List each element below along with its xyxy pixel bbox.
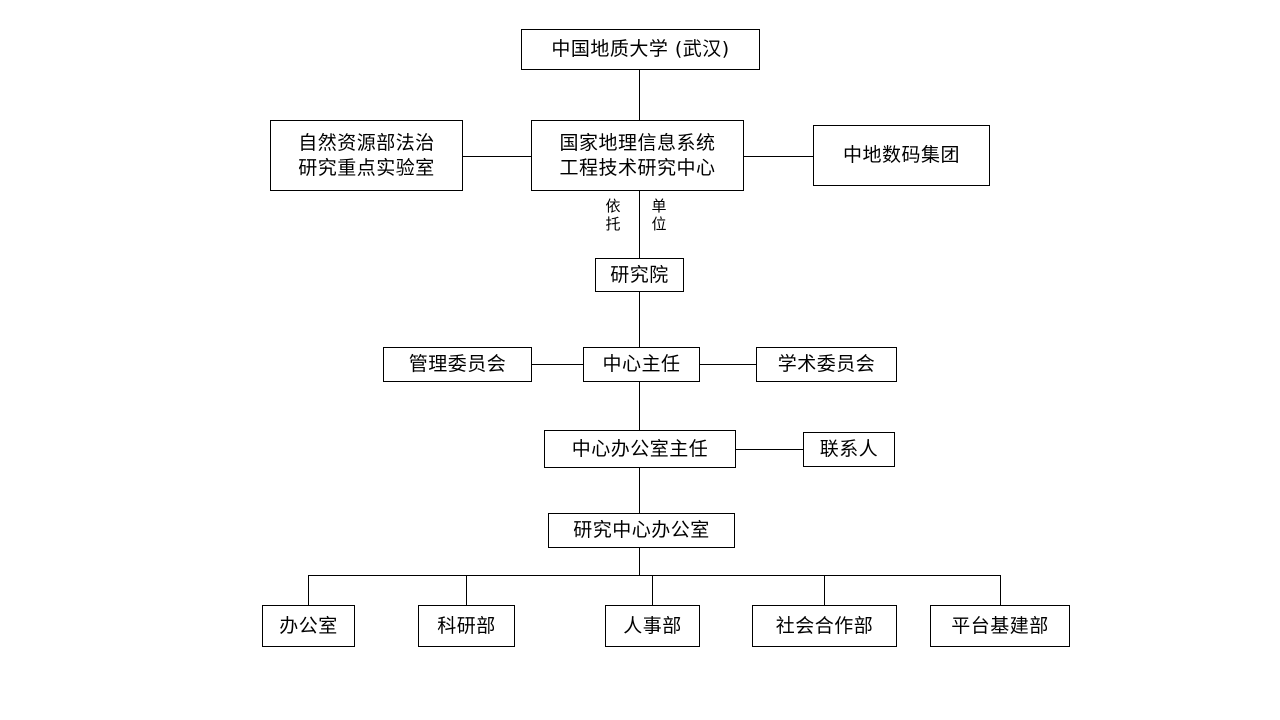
connector-bus-to-dept-platform (1000, 575, 1001, 605)
node-center-line1: 国家地理信息系统 (559, 132, 716, 155)
node-management-committee[interactable]: 管理委员会 (383, 347, 532, 382)
node-dept-social[interactable]: 社会合作部 (752, 605, 897, 647)
connector-department-bus (308, 575, 1000, 576)
node-dept-research[interactable]: 科研部 (418, 605, 515, 647)
edge-label-support-left: 依 托 (604, 197, 622, 233)
node-center-line2: 工程技术研究中心 (559, 156, 716, 179)
connector-bus-to-dept-research (466, 575, 467, 605)
node-key-lab-line2: 研究重点实验室 (298, 156, 435, 179)
connector-management-to-director (532, 364, 583, 365)
edge-label-support-right-char2: 位 (651, 214, 667, 233)
edge-label-support-left-char2: 托 (605, 214, 621, 233)
connector-university-to-center (639, 70, 640, 121)
connector-center-office-to-bus (639, 548, 640, 575)
connector-office-director-to-center-office (639, 468, 640, 513)
node-dept-office[interactable]: 办公室 (262, 605, 355, 647)
connector-center-to-company (744, 156, 813, 157)
connector-bus-to-dept-social (824, 575, 825, 605)
connector-director-to-office-director (639, 382, 640, 430)
edge-label-support-right: 单 位 (650, 197, 668, 233)
connector-office-director-to-contact (736, 449, 803, 450)
edge-label-support-right-char1: 单 (651, 197, 667, 215)
node-dept-platform[interactable]: 平台基建部 (930, 605, 1070, 647)
node-center-director[interactable]: 中心主任 (583, 347, 700, 382)
node-center-office[interactable]: 研究中心办公室 (548, 513, 735, 548)
node-center[interactable]: 国家地理信息系统 工程技术研究中心 (531, 120, 744, 191)
node-key-lab-line1: 自然资源部法治 (298, 132, 435, 155)
node-institute[interactable]: 研究院 (595, 258, 684, 292)
connector-keylab-to-center (463, 156, 532, 157)
node-office-director[interactable]: 中心办公室主任 (544, 430, 736, 468)
connector-bus-to-dept-office (308, 575, 309, 605)
connector-bus-to-dept-personnel (652, 575, 653, 605)
node-academic-committee[interactable]: 学术委员会 (756, 347, 897, 382)
node-key-lab[interactable]: 自然资源部法治 研究重点实验室 (270, 120, 463, 191)
node-university[interactable]: 中国地质大学 (武汉) (521, 29, 760, 70)
connector-center-to-institute (639, 191, 640, 258)
node-company[interactable]: 中地数码集团 (813, 125, 990, 186)
connector-institute-to-director (639, 292, 640, 347)
connector-director-to-academic (700, 364, 756, 365)
edge-label-support-left-char1: 依 (605, 197, 621, 215)
node-dept-personnel[interactable]: 人事部 (605, 605, 700, 647)
node-contact[interactable]: 联系人 (803, 432, 895, 467)
